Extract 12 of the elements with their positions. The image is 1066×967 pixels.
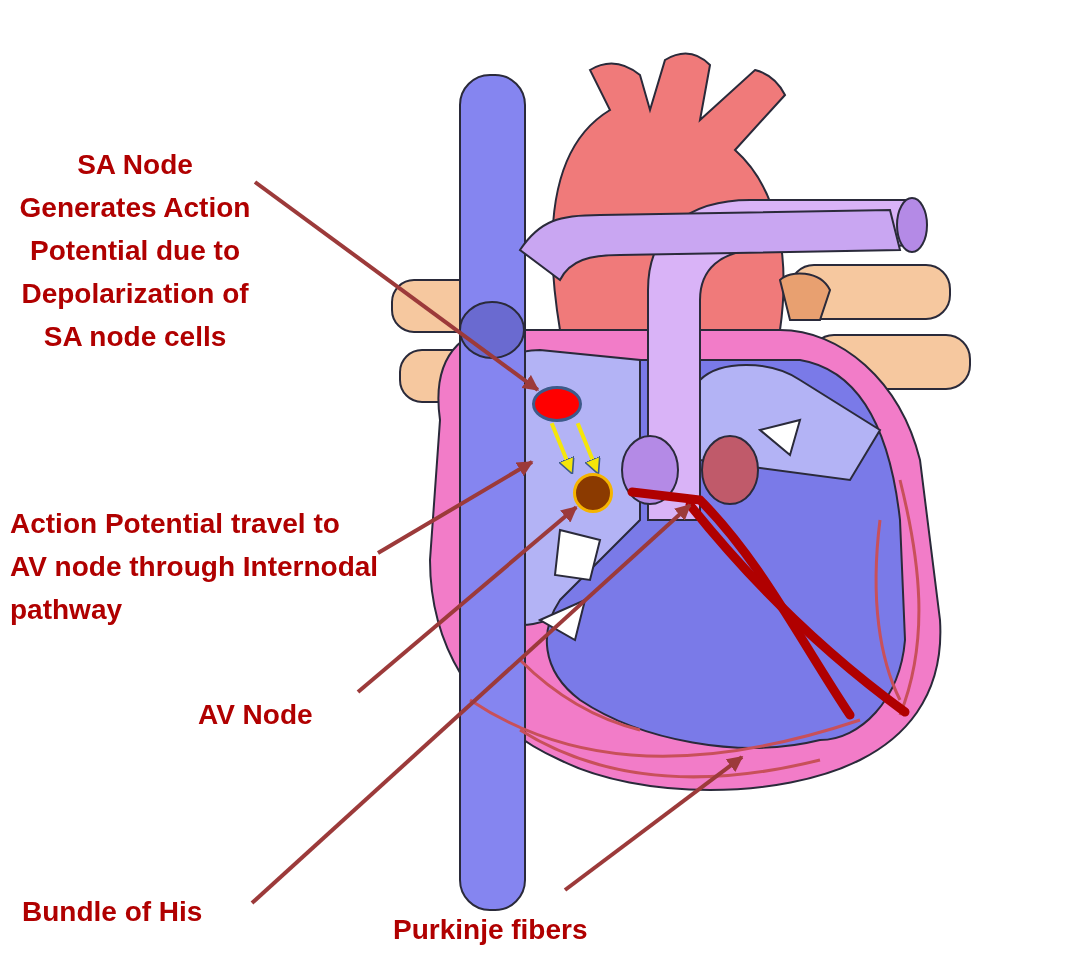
callout-label: SA Node Generates Action Potential due to Depolarization of SA node cells: [15, 143, 255, 358]
callout-label: Purkinje fibers: [393, 908, 643, 951]
callout-label: AV Node: [198, 693, 348, 736]
leader-line: [356, 505, 578, 694]
leader-line: [250, 503, 692, 905]
arrow: [549, 422, 575, 475]
leader-line: [253, 180, 540, 392]
callout-label: Bundle of His: [22, 890, 247, 933]
leader-line: [377, 460, 534, 555]
arrow: [575, 422, 601, 475]
callout-label: Action Potential travel to AV node through Internodal pathway: [10, 502, 380, 631]
leader-line: [563, 755, 744, 892]
